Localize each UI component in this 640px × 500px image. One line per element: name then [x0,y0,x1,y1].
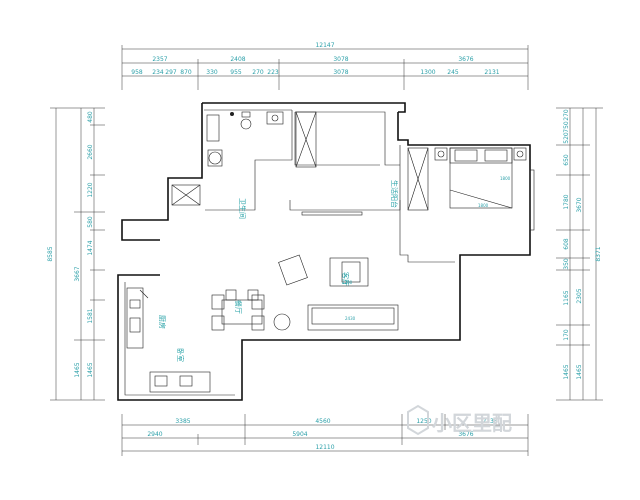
top-dimensions: 12147 2357 2408 3078 3676 958 234 297 87… [121,42,529,90]
watermark: 小区里配 [407,404,512,436]
right-dim: 1165 [563,290,570,305]
left-dim: 1581 [87,308,94,323]
right-dim: 350 [563,258,570,270]
armchair [278,254,308,286]
stove-icon [129,317,141,333]
table-label: 1200 [342,280,353,285]
shower-icon [206,114,220,142]
watermark-text: 小区里配 [432,411,512,435]
right-dim: 750 [563,121,570,133]
living-furniture: 2430 1200 [273,254,399,331]
top-sub-dim: 223 [267,69,279,76]
top-total-dimension: 12147 [315,42,334,49]
right-dim: 3670 [576,197,583,212]
right-dim: 608 [563,238,570,250]
top-sub-dim: 958 [131,69,143,76]
living-room-label: 客厅 [341,272,350,286]
right-dim: 650 [563,154,570,166]
left-dim: 3667 [74,266,81,281]
sofa-label: 2430 [345,316,356,321]
top-sub-dim: 3078 [333,69,348,76]
balcony-label: 生活阳台 [390,180,399,208]
right-dim: 2305 [576,288,583,303]
kitchen-fixtures [126,287,211,393]
left-dim: 480 [87,111,94,123]
top-sub-dim: 245 [447,69,459,76]
right-dim: 170 [563,329,570,341]
right-dim: 1465 [576,364,583,379]
left-total-dimension: 8585 [47,246,54,261]
right-dim: 520 [563,132,570,144]
top-dim-1: 2357 [152,56,167,63]
sink-icon [266,111,284,125]
top-sub-dim: 330 [206,69,218,76]
top-sub-dim: 955 [230,69,242,76]
bottom-sub-dim: 3676 [458,431,473,438]
bedroom-furniture: 1800 1800 [434,147,527,209]
left-dim: 2660 [87,144,94,159]
bottom-sub-dim: 5904 [292,431,307,438]
left-dim: 1220 [87,182,94,197]
top-sub-dim: 270 [252,69,264,76]
top-sub-dim: 297 [165,69,177,76]
side-table [273,313,291,331]
bottom-sub-dim: 2940 [147,431,162,438]
bed-dimension-label: 1800 [500,176,511,181]
bottom-dim: 1250 [416,418,431,425]
top-dim-4: 3676 [458,56,473,63]
windows [171,111,535,231]
dining-table [221,299,263,325]
coffee-table [329,257,369,287]
fridge-icon [129,299,141,309]
bottom-dim: 3385 [175,418,190,425]
top-dim-2: 2408 [230,56,245,63]
dining-furniture [211,289,265,331]
dining-room-label: 餐厅 [234,300,243,314]
bottom-dimensions: 3385 4560 1250 2136 2940 5904 3676 12110 [121,414,529,456]
right-dim: 270 [563,109,570,121]
bathroom-fixtures [206,111,284,167]
bed-label: 1800 [478,203,489,208]
toilet-icon [240,118,252,130]
bedroom-label: 卧室 [176,348,185,362]
bathroom-label: 卫生间 [238,198,247,219]
right-dim: 1465 [563,364,570,379]
left-dimensions: 8585 480 2660 1220 580 1474 3667 1581 14… [47,107,105,401]
watermark-logo-icon [407,404,429,436]
room-labels: 卫生间 生活阳台 客厅 餐厅 厨房 卧室 [158,180,399,362]
bottom-total-dimension: 12110 [315,444,334,451]
sofa [307,304,399,331]
bottom-dim: 2136 [482,418,497,425]
bottom-dim: 4560 [315,418,330,425]
left-dim: 1465 [74,362,81,377]
left-dim: 580 [87,216,94,228]
right-dimensions: 8371 270 750 520 650 1780 608 350 1165 1… [556,107,603,401]
top-dim-3: 3078 [333,56,348,63]
nightstand [513,147,527,161]
washer-icon [208,151,222,165]
right-dim: 1780 [563,194,570,209]
left-dim: 1465 [87,362,94,377]
top-sub-dim: 1300 [420,69,435,76]
left-dim: 1474 [87,240,94,255]
nightstand [434,147,448,161]
top-sub-dim: 2131 [484,69,499,76]
right-total-dimension: 8371 [595,246,602,261]
top-sub-dim: 234 [152,69,164,76]
kitchen-label: 厨房 [158,315,167,329]
top-sub-dim: 870 [180,69,192,76]
walls [117,102,531,401]
